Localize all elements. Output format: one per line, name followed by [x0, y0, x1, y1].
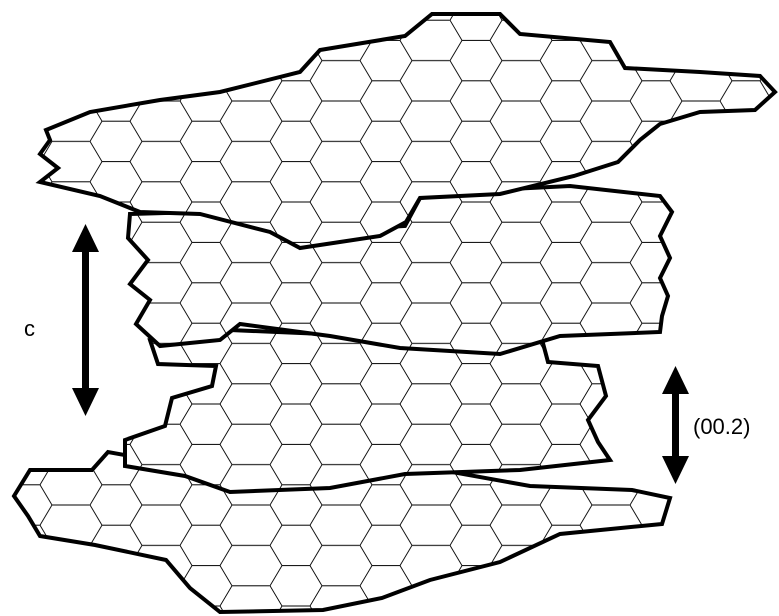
- d002-spacing-arrow: [662, 366, 689, 484]
- c-spacing-arrow: [72, 224, 99, 416]
- graphene-sheet-3: [125, 330, 610, 492]
- d002-label: (00.2): [693, 414, 750, 439]
- c-label: c: [24, 316, 35, 341]
